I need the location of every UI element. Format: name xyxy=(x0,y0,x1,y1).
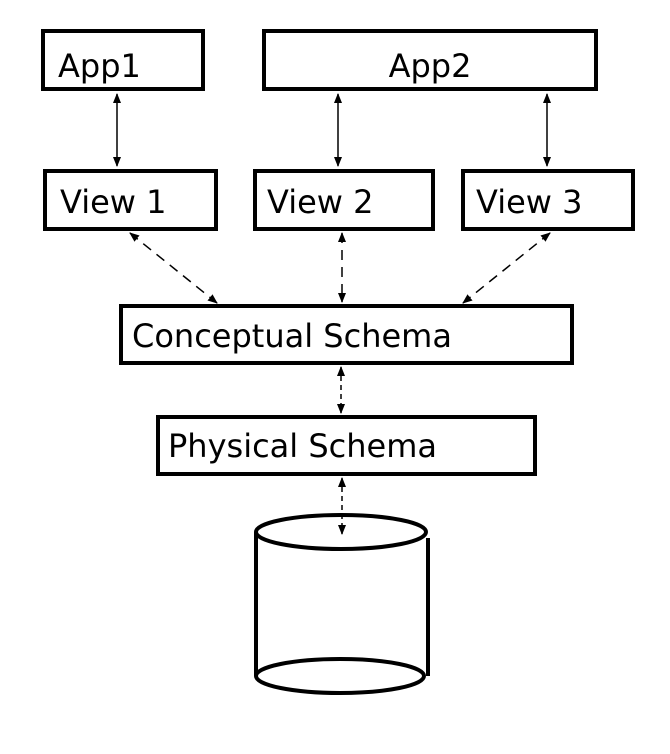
app1-node: App1 xyxy=(41,29,205,91)
physical-schema-node: Physical Schema xyxy=(156,415,537,476)
view2-label: View 2 xyxy=(267,183,373,221)
database-cylinder-icon xyxy=(254,513,430,695)
view3-conceptual-arrow xyxy=(462,232,551,304)
view2-node: View 2 xyxy=(253,169,435,231)
physical-schema-label: Physical Schema xyxy=(168,427,437,465)
view1-label: View 1 xyxy=(60,183,166,221)
conceptual-schema-node: Conceptual Schema xyxy=(119,304,574,365)
app1-label: App1 xyxy=(58,47,141,85)
view3-label: View 3 xyxy=(476,183,582,221)
view1-node: View 1 xyxy=(43,169,218,231)
view3-node: View 3 xyxy=(461,169,635,231)
app2-node: App2 xyxy=(262,29,598,91)
view1-conceptual-arrow xyxy=(129,232,218,304)
conceptual-schema-label: Conceptual Schema xyxy=(132,317,452,355)
app2-label: App2 xyxy=(389,47,472,85)
